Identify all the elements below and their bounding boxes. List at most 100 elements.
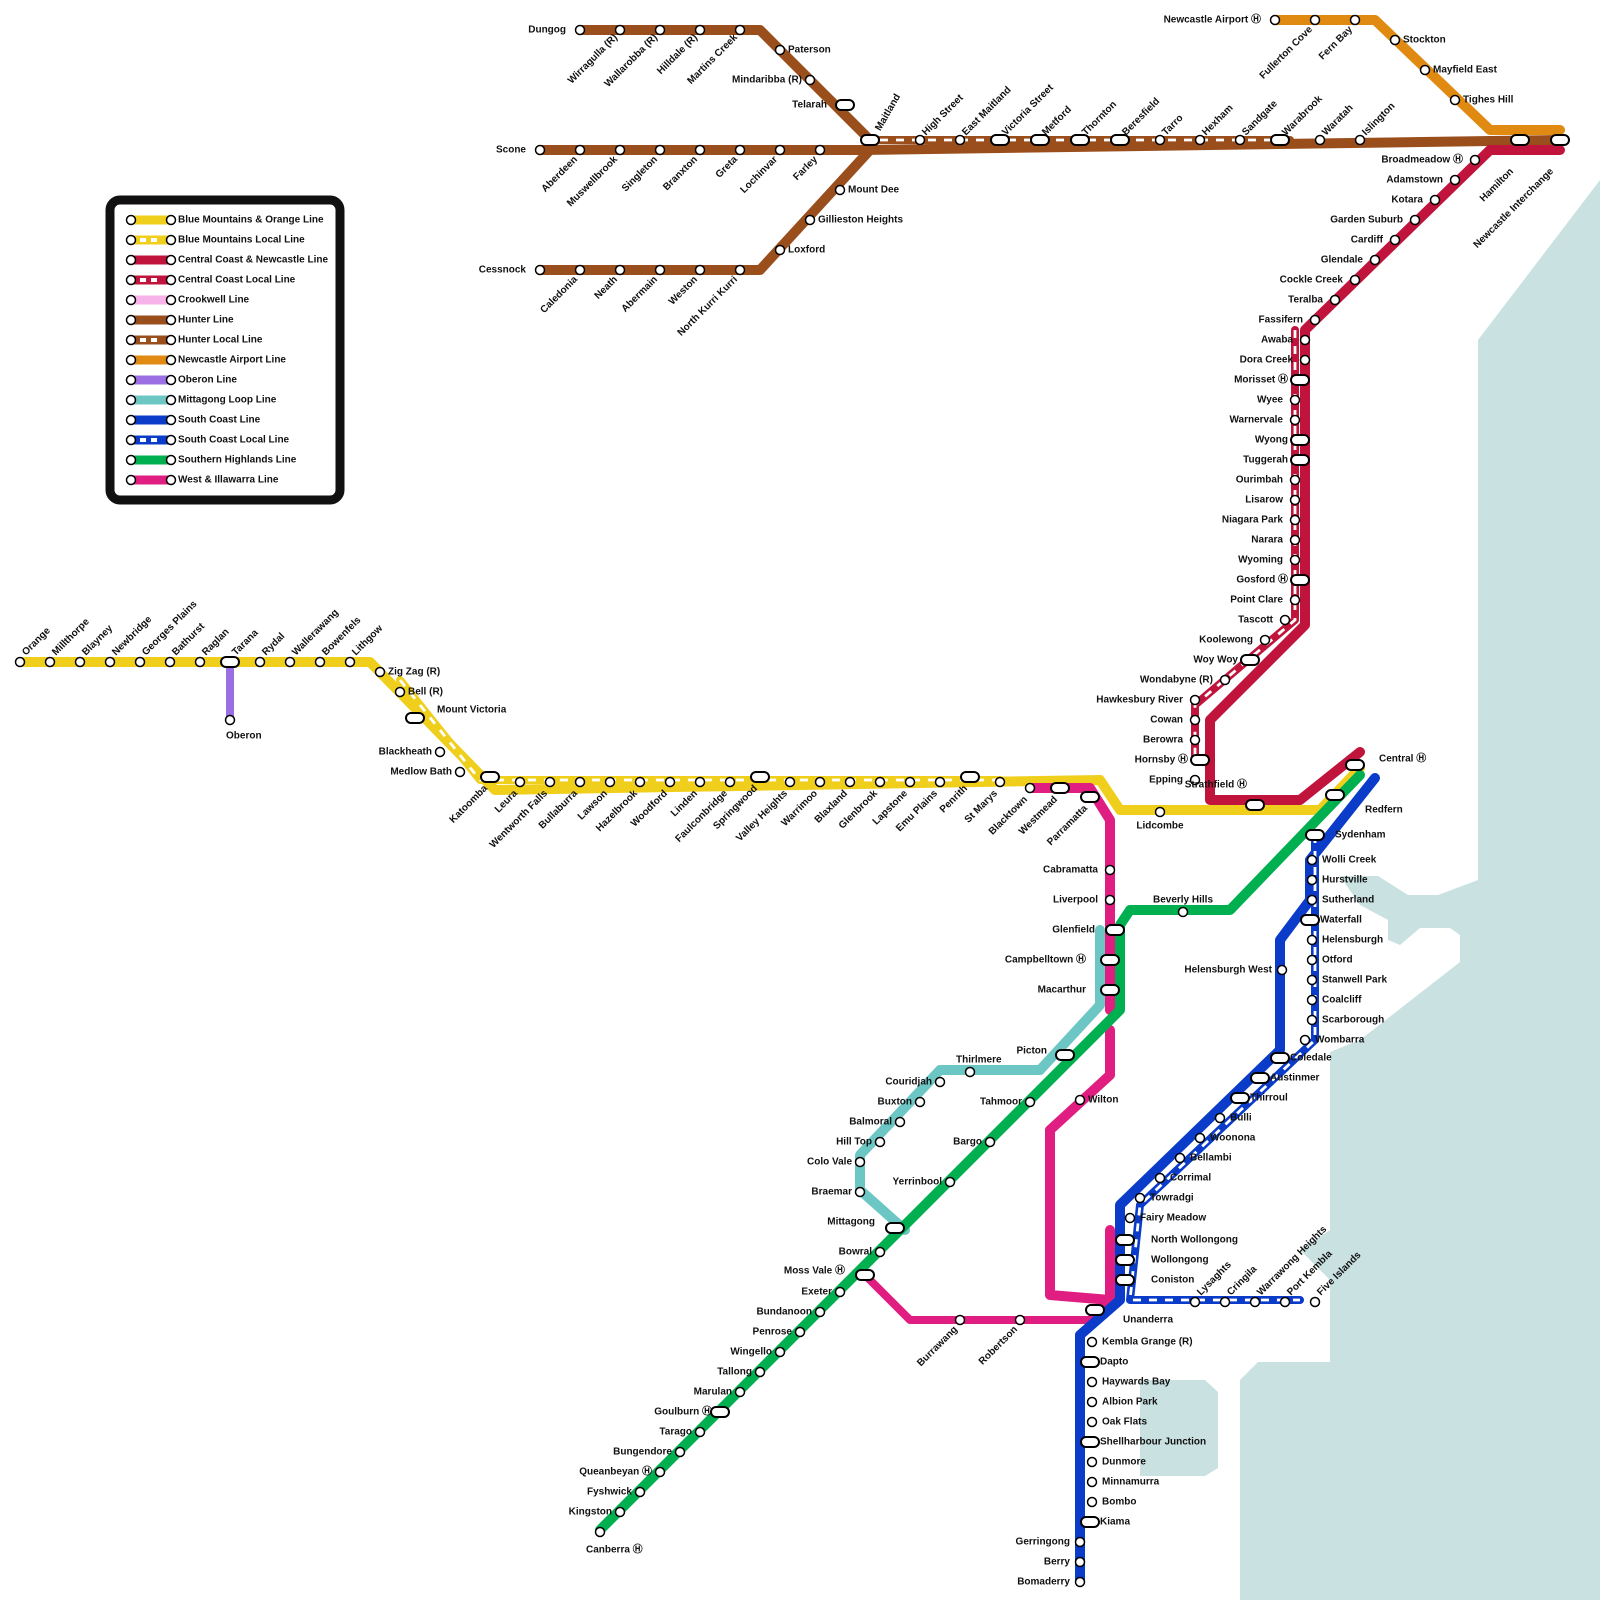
station-bell-r[interactable]: [394, 686, 406, 698]
station-wyoming[interactable]: [1289, 554, 1301, 566]
station-newcastle-interchange[interactable]: [1550, 134, 1570, 146]
station-hill-top[interactable]: [874, 1136, 886, 1148]
station-orange[interactable]: [14, 656, 26, 668]
station-narara[interactable]: [1289, 534, 1301, 546]
station-otford[interactable]: [1306, 954, 1318, 966]
station-minnamurra[interactable]: [1086, 1476, 1098, 1488]
station-bulli[interactable]: [1214, 1112, 1226, 1124]
station-hawkesbury-river[interactable]: [1189, 694, 1201, 706]
station-blackheath[interactable]: [434, 746, 446, 758]
station-wallerawang[interactable]: [284, 656, 296, 668]
station-bargo[interactable]: [984, 1136, 996, 1148]
station-leura[interactable]: [514, 776, 526, 788]
station-katoomba[interactable]: [480, 771, 500, 783]
station-cockle-creek[interactable]: [1349, 274, 1361, 286]
station-millthorpe[interactable]: [44, 656, 56, 668]
station-exeter[interactable]: [834, 1286, 846, 1298]
station-wondabyne-r[interactable]: [1219, 674, 1231, 686]
station-fern-bay[interactable]: [1349, 14, 1361, 26]
station-wilton[interactable]: [1074, 1094, 1086, 1106]
station-mindaribba-r[interactable]: [804, 74, 816, 86]
station-dapto[interactable]: [1080, 1356, 1100, 1368]
station-linden[interactable]: [694, 776, 706, 788]
station-waterfall[interactable]: [1300, 914, 1320, 926]
station-bullaburra[interactable]: [574, 776, 586, 788]
station-tascott[interactable]: [1279, 614, 1291, 626]
station-fyshwick[interactable]: [634, 1486, 646, 1498]
station-penrith[interactable]: [960, 771, 980, 783]
station-glendale[interactable]: [1369, 254, 1381, 266]
station-newbridge[interactable]: [104, 656, 116, 668]
station-muswellbrook[interactable]: [614, 144, 626, 156]
station-farley[interactable]: [814, 144, 826, 156]
station-parramatta[interactable]: [1080, 791, 1100, 803]
station-queanbeyan[interactable]: [654, 1466, 666, 1478]
station-niagara-park[interactable]: [1289, 514, 1301, 526]
station-cardiff[interactable]: [1389, 234, 1401, 246]
station-oberon[interactable]: [224, 714, 236, 726]
station-sydenham[interactable]: [1305, 829, 1325, 841]
station-marulan[interactable]: [734, 1386, 746, 1398]
station-mount-dee[interactable]: [834, 184, 846, 196]
station-koolewong[interactable]: [1259, 634, 1271, 646]
station-braemar[interactable]: [854, 1186, 866, 1198]
station-warabrook[interactable]: [1270, 134, 1290, 146]
station-colo-vale[interactable]: [854, 1156, 866, 1168]
station-central[interactable]: [1345, 759, 1365, 771]
station-greta[interactable]: [734, 144, 746, 156]
station-bowenfels[interactable]: [314, 656, 326, 668]
station-ourimbah[interactable]: [1289, 474, 1301, 486]
station-lochinvar[interactable]: [774, 144, 786, 156]
station-broadmeadow[interactable]: [1469, 154, 1481, 166]
station-lidcombe[interactable]: [1154, 806, 1166, 818]
station-five-islands[interactable]: [1309, 1296, 1321, 1308]
station-austinmer[interactable]: [1250, 1072, 1270, 1084]
station-metford[interactable]: [1030, 134, 1050, 146]
station-wentworth-falls[interactable]: [544, 776, 556, 788]
station-islington[interactable]: [1354, 134, 1366, 146]
station-bathurst[interactable]: [164, 656, 176, 668]
station-bomaderry[interactable]: [1074, 1576, 1086, 1588]
station-shellharbour-junction[interactable]: [1080, 1436, 1100, 1448]
station-kiama[interactable]: [1080, 1516, 1100, 1528]
station-couridjah[interactable]: [934, 1076, 946, 1088]
station-awaba[interactable]: [1299, 334, 1311, 346]
station-haywards-bay[interactable]: [1086, 1376, 1098, 1388]
station-kembla-grange-r[interactable]: [1086, 1336, 1098, 1348]
station-hilldale-r[interactable]: [694, 24, 706, 36]
station-beresfield[interactable]: [1110, 134, 1130, 146]
station-warrimoo[interactable]: [814, 776, 826, 788]
station-paterson[interactable]: [774, 44, 786, 56]
station-coalcliff[interactable]: [1306, 994, 1318, 1006]
station-high-street[interactable]: [914, 134, 926, 146]
station-rydal[interactable]: [254, 656, 266, 668]
station-towradgi[interactable]: [1134, 1192, 1146, 1204]
station-branxton[interactable]: [694, 144, 706, 156]
station-tuggerah[interactable]: [1290, 454, 1310, 466]
station-sandgate[interactable]: [1234, 134, 1246, 146]
station-robertson[interactable]: [1014, 1314, 1026, 1326]
station-fassifern[interactable]: [1309, 314, 1321, 326]
station-warnervale[interactable]: [1289, 414, 1301, 426]
station-tarro[interactable]: [1154, 134, 1166, 146]
station-neath[interactable]: [614, 264, 626, 276]
station-kotara[interactable]: [1429, 194, 1441, 206]
station-lawson[interactable]: [604, 776, 616, 788]
station-tarago[interactable]: [694, 1426, 706, 1438]
station-berowra[interactable]: [1189, 734, 1201, 746]
station-abermain[interactable]: [654, 264, 666, 276]
station-aberdeen[interactable]: [574, 144, 586, 156]
station-dunmore[interactable]: [1086, 1456, 1098, 1468]
station-helensburgh[interactable]: [1306, 934, 1318, 946]
station-valley-heights[interactable]: [784, 776, 796, 788]
station-lapstone[interactable]: [904, 776, 916, 788]
station-adamstown[interactable]: [1449, 174, 1461, 186]
station-gerringong[interactable]: [1074, 1536, 1086, 1548]
station-bellambi[interactable]: [1174, 1152, 1186, 1164]
station-scone[interactable]: [534, 144, 546, 156]
station-canberra[interactable]: [594, 1526, 606, 1538]
station-wolli-creek[interactable]: [1306, 854, 1318, 866]
station-tallong[interactable]: [754, 1366, 766, 1378]
station-penrose[interactable]: [794, 1326, 806, 1338]
station-cringila[interactable]: [1219, 1296, 1231, 1308]
